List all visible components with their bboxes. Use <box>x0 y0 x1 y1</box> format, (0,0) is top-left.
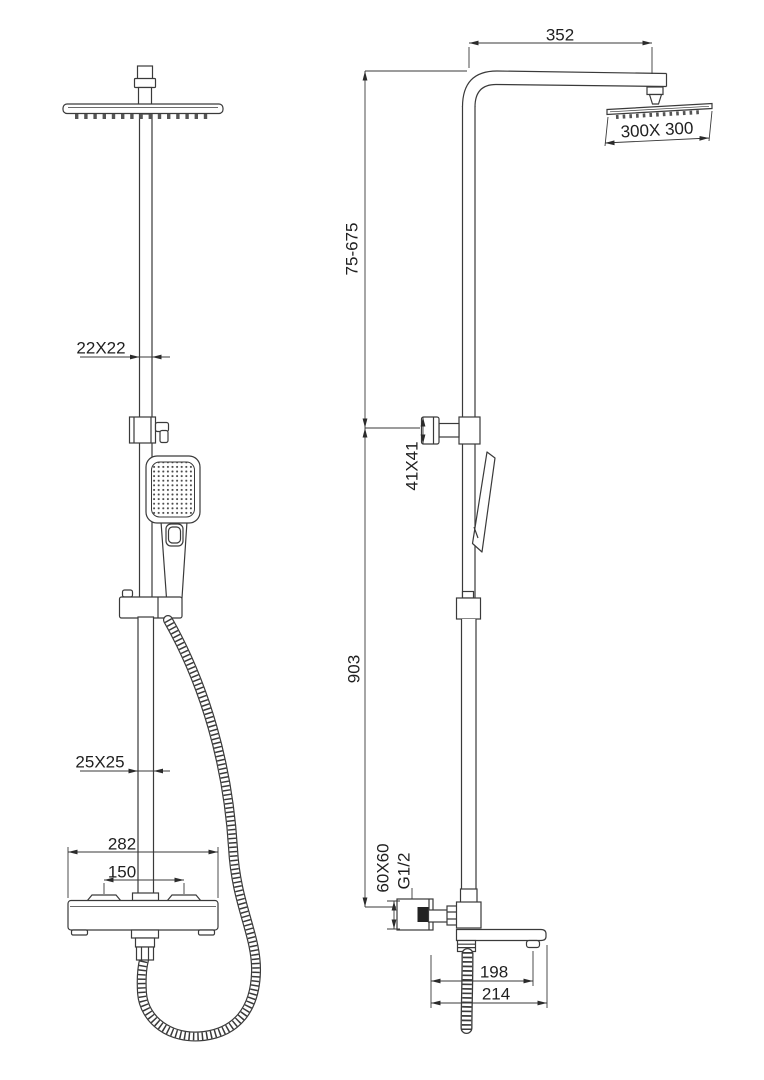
hose-nut-front <box>135 946 155 961</box>
mixer-valve-body-side <box>455 901 482 929</box>
front-dimensions: 22X22 25X25 282 150 <box>67 339 219 898</box>
mixer-body-front <box>67 892 219 961</box>
slider-bracket-front <box>118 589 183 619</box>
hand-shower-front <box>145 455 201 599</box>
mixer-side <box>396 888 547 953</box>
dim-spout-overall: 214 <box>482 985 510 1004</box>
side-dimensions: 352 300X 300 75-675 41X41 903 <box>343 26 713 1008</box>
hand-shower-button <box>165 523 184 547</box>
hand-shower-face <box>151 461 195 518</box>
riser-pipe-upper-front <box>138 113 153 618</box>
dim-flange-size: 60X60 <box>374 843 393 892</box>
hand-shower-side <box>471 451 496 553</box>
pipe-escutcheon <box>131 892 160 902</box>
dim-body-width: 282 <box>108 835 136 854</box>
dim-thread-size: G1/2 <box>395 853 414 890</box>
dim-riser-height: 903 <box>345 655 364 683</box>
dim-head-size: 300X 300 <box>620 118 694 141</box>
shower-hose-side <box>460 948 474 1034</box>
overhead-shower-joint-front <box>133 65 157 106</box>
slider-bracket-side <box>420 416 481 445</box>
mixer-foot-left <box>70 929 89 936</box>
overhead-shower-side <box>606 86 713 119</box>
shower-hose-front <box>136 615 262 1042</box>
riser-pipe-lower-side <box>460 619 477 890</box>
inlet-square <box>417 907 429 922</box>
shower-arm-side <box>461 70 668 108</box>
dim-pipe-upper: 22X22 <box>76 339 125 358</box>
dim-arm-reach: 352 <box>546 26 574 45</box>
slider-knob-side <box>420 416 440 445</box>
diverter-front <box>128 416 170 444</box>
front-view: 22X22 25X25 282 150 <box>62 65 262 1042</box>
spout-outlet <box>525 939 541 949</box>
lower-slider-side <box>455 590 482 620</box>
shower-nozzles-side <box>615 110 703 119</box>
dim-bracket-size: 41X41 <box>403 441 422 490</box>
bracket-knob <box>121 589 134 598</box>
overhead-shower-front <box>62 103 224 119</box>
dim-pipe-lower: 25X25 <box>75 753 124 772</box>
dim-spout-reach: 198 <box>480 963 508 982</box>
mixer-foot-right <box>197 929 216 936</box>
dim-inlet-spacing: 150 <box>108 863 136 882</box>
spout-side <box>455 928 547 942</box>
side-view: 352 300X 300 75-675 41X41 903 <box>343 26 713 1034</box>
dim-height-adjust: 75-675 <box>343 223 362 276</box>
